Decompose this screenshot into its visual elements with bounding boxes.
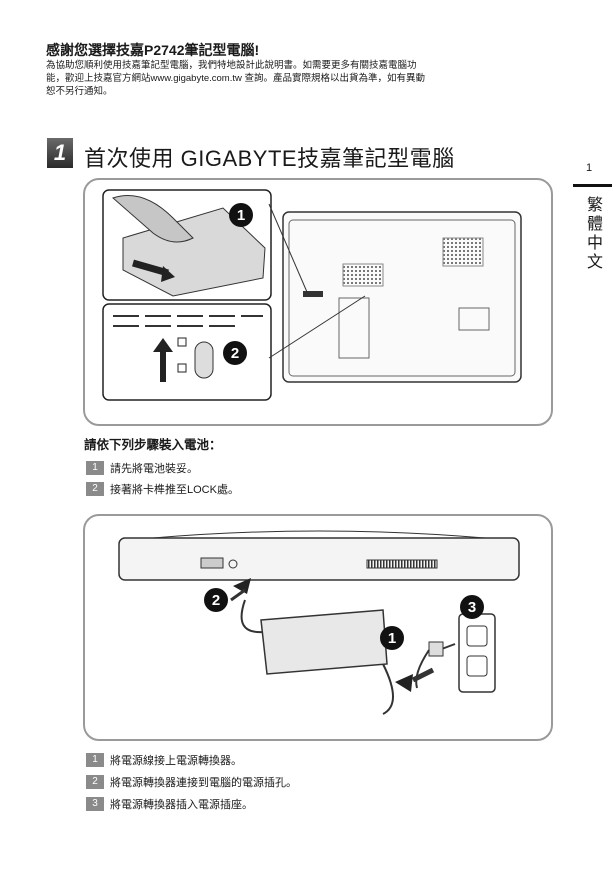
- step-text: 將電源轉換器連接到電腦的電源插孔。: [110, 777, 297, 789]
- step-number: 1: [86, 753, 104, 767]
- lock-slider: [194, 341, 214, 379]
- dc-cable: [240, 599, 264, 634]
- section-title: 首次使用 GIGABYTE技嘉筆記型電腦: [84, 146, 455, 171]
- vga-port-icon: [200, 557, 224, 569]
- language-char: 中: [586, 235, 603, 252]
- language-tab-divider: [573, 184, 612, 187]
- power-jack-icon: [228, 559, 238, 569]
- callout-3: 3: [460, 595, 484, 619]
- step-text: 將電源線接上電源轉換器。: [110, 755, 242, 767]
- step-number: 3: [86, 797, 104, 811]
- battery-step: 2 接著將卡榫推至LOCK處。: [86, 481, 239, 497]
- battery-illustration: [102, 189, 522, 401]
- vent-icon: [366, 559, 438, 569]
- page-heading: 感謝您選擇技嘉P2742筆記型電腦!: [46, 42, 260, 58]
- step-text: 將電源轉換器插入電源插座。: [110, 799, 253, 811]
- intro-line: 為協助您順利使用技嘉筆記型電腦，我們特地設計此說明書。如需要更多有關技嘉電腦功: [46, 60, 417, 71]
- power-step: 2 將電源轉換器連接到電腦的電源插孔。: [86, 774, 297, 790]
- power-adapter: [260, 609, 388, 675]
- callout-2: 2: [223, 341, 247, 365]
- page-number: 1: [586, 162, 593, 174]
- language-label: 繁 體 中 文: [586, 196, 604, 272]
- laptop-rear: [118, 537, 520, 581]
- arrow-icon: [161, 266, 175, 282]
- callout-1: 1: [380, 626, 404, 650]
- power-step: 1 將電源線接上電源轉換器。: [86, 752, 242, 768]
- ac-plug-icon: [428, 641, 444, 657]
- language-char: 文: [586, 254, 603, 271]
- callout-1: 1: [229, 203, 253, 227]
- inset-lock-latch: [102, 303, 272, 401]
- battery-step: 1 請先將電池裝妥。: [86, 460, 198, 476]
- arrow-icon: [395, 674, 413, 692]
- power-illustration: [118, 530, 520, 715]
- battery-subheading: 請依下列步驟裝入電池：: [84, 438, 222, 452]
- intro-paragraph: 為協助您順利使用技嘉筆記型電腦，我們特地設計此說明書。如需要更多有關技嘉電腦功 …: [46, 59, 566, 98]
- power-step: 3 將電源轉換器插入電源插座。: [86, 796, 253, 812]
- step-number: 2: [86, 482, 104, 496]
- step-text: 接著將卡榫推至LOCK處。: [110, 484, 239, 496]
- intro-line: 能，歡迎上技嘉官方網站www.gigabyte.com.tw 查詢。產品實際規格…: [46, 73, 425, 84]
- arrow-up-icon: [153, 338, 173, 352]
- ac-cable: [382, 663, 394, 715]
- lock-closed-icon: [177, 337, 187, 347]
- lock-open-icon: [177, 363, 187, 373]
- section-number-badge: 1: [47, 138, 73, 168]
- hand-icon: [112, 195, 194, 243]
- language-char: 繁: [586, 197, 603, 214]
- step-text: 請先將電池裝妥。: [110, 463, 198, 475]
- step-number: 1: [86, 461, 104, 475]
- callout-2: 2: [204, 588, 228, 612]
- language-char: 體: [586, 216, 603, 233]
- step-number: 2: [86, 775, 104, 789]
- intro-line: 恕不另行通知。: [46, 86, 113, 97]
- arrow-icon: [233, 578, 251, 594]
